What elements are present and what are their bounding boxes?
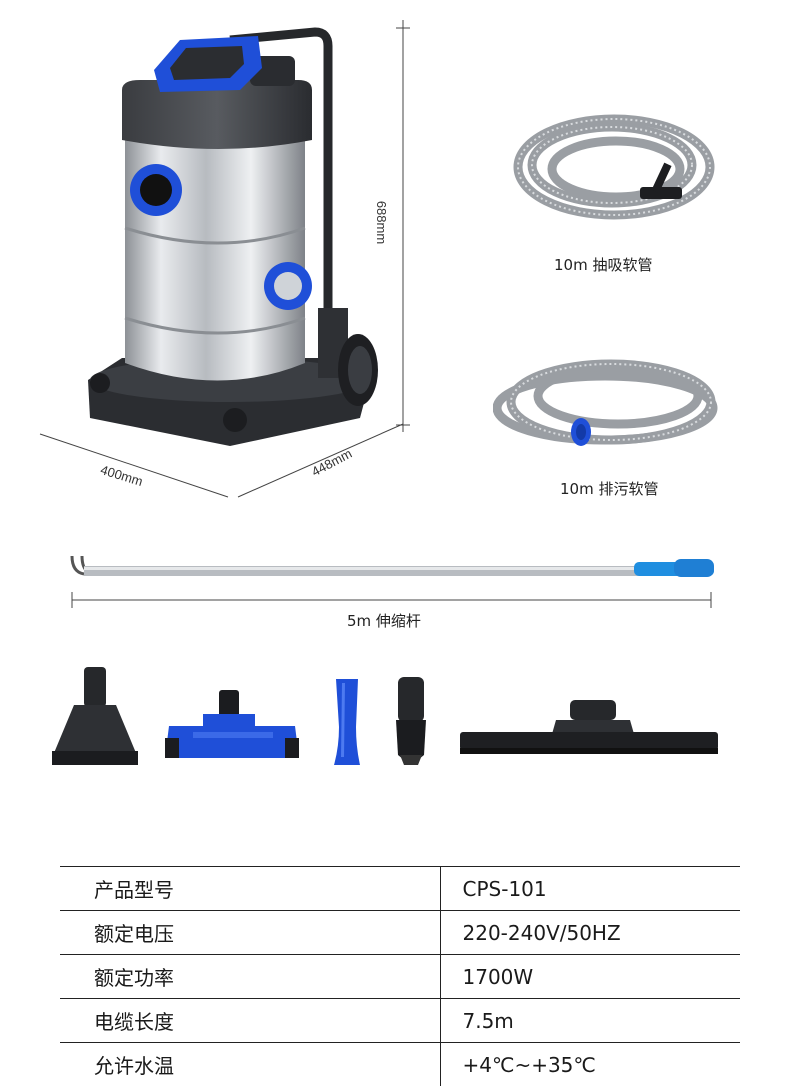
pole-dimension-line	[70, 590, 715, 610]
spec-key: 电缆长度	[60, 999, 440, 1043]
wide-floor-nozzle-image	[458, 698, 720, 760]
spec-row: 额定电压 220-240V/50HZ	[60, 911, 740, 955]
spec-row: 允许水温 +4℃~+35℃	[60, 1043, 740, 1086]
blue-extension-tube-image	[330, 677, 365, 769]
crevice-brush-nozzle-image	[386, 675, 436, 770]
suction-hose-label: 10m 抽吸软管	[554, 254, 652, 275]
squeegee-nozzle-image	[50, 665, 140, 770]
spec-row: 产品型号 CPS-101	[60, 867, 740, 911]
drain-hose-label: 10m 排污软管	[560, 478, 658, 499]
spec-value: 220-240V/50HZ	[440, 911, 740, 955]
spec-key: 额定功率	[60, 955, 440, 999]
spec-key: 允许水温	[60, 1043, 440, 1086]
spec-key: 额定电压	[60, 911, 440, 955]
spec-key: 产品型号	[60, 867, 440, 911]
spec-value: 7.5m	[440, 999, 740, 1043]
spec-row: 额定功率 1700W	[60, 955, 740, 999]
spec-value: +4℃~+35℃	[440, 1043, 740, 1086]
spec-value: 1700W	[440, 955, 740, 999]
spec-table: 产品型号 CPS-101 额定电压 220-240V/50HZ 额定功率 170…	[60, 866, 740, 1086]
telescopic-pole-image	[68, 550, 720, 590]
floor-brush-nozzle-image	[163, 688, 303, 768]
height-dimension-label: 688mm	[374, 201, 389, 244]
drain-hose-image	[493, 352, 718, 452]
spec-row: 电缆长度 7.5m	[60, 999, 740, 1043]
suction-hose-image	[512, 105, 717, 230]
spec-value: CPS-101	[440, 867, 740, 911]
telescopic-pole-label: 5m 伸缩杆	[347, 610, 421, 631]
